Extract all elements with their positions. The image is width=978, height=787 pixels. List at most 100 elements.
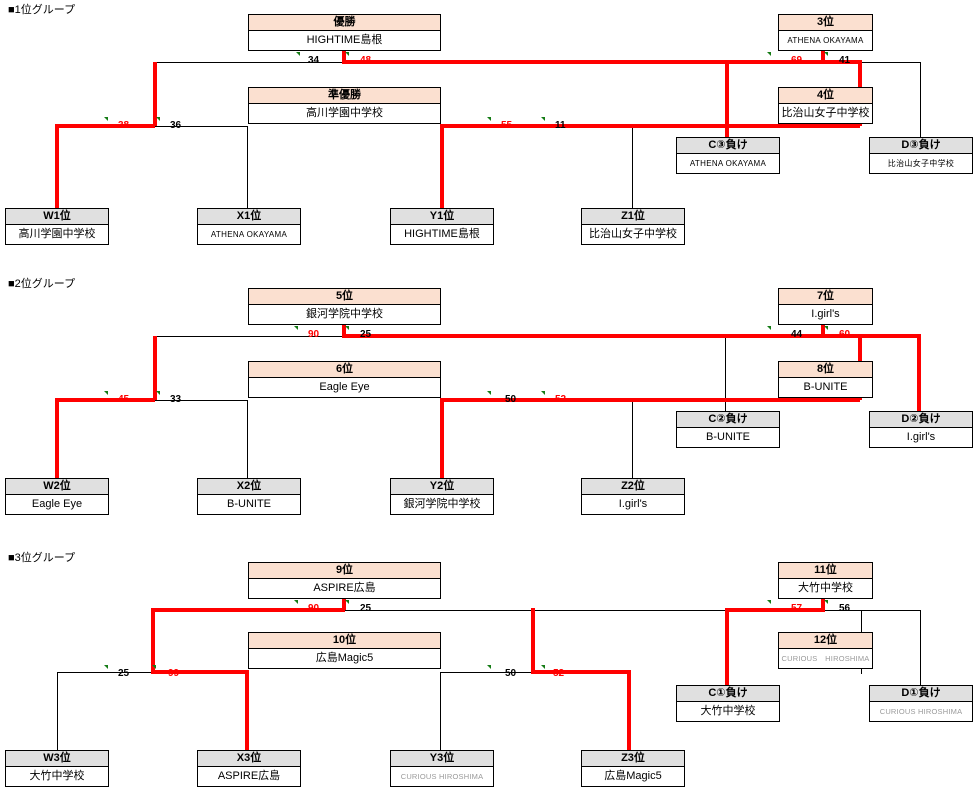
bracket-line-semi-right-up — [531, 608, 535, 672]
bracket-line-third-winner-v — [917, 334, 921, 412]
result-team-name: Eagle Eye — [319, 381, 370, 393]
note-marker-icon — [487, 117, 491, 121]
seed-label: Z2位 — [582, 479, 684, 495]
seed-box-d3-lose: D③負け 比治山女子中学校 — [869, 137, 973, 174]
result-team-name: B-UNITE — [803, 381, 848, 393]
group-title-1: ■1位グループ — [8, 4, 76, 16]
note-marker-icon — [824, 600, 828, 604]
result-team-name: 広島Magic5 — [315, 652, 374, 664]
bracket-line-third-winner-h — [821, 334, 921, 338]
bracket-line-third-lose-v — [920, 62, 921, 138]
bracket-line-third-winner-stub — [821, 48, 825, 62]
score-final-win: 90 — [308, 329, 320, 340]
seed-box-x1: X1位 ATHENA OKAYAMA — [197, 208, 301, 245]
note-marker-icon — [541, 391, 545, 395]
seed-box-c3-lose: C③負け ATHENA OKAYAMA — [676, 137, 780, 174]
bracket-line-third-winner-stub — [821, 322, 825, 336]
note-marker-icon — [345, 600, 349, 604]
bracket-line-third-winner-h — [725, 60, 825, 64]
note-marker-icon — [767, 326, 771, 330]
result-team-name: 比治山女子中学校 — [781, 107, 870, 119]
bracket-line-third-lose-h — [825, 610, 921, 611]
score-semi-left-win: 99 — [168, 668, 180, 679]
seed-label: C③負け — [677, 138, 779, 154]
bracket-line-third-lose-h — [825, 62, 921, 63]
bracket-line-third-winner-stub — [821, 596, 825, 610]
score-semi-right-win: 52 — [555, 394, 567, 405]
result-team-name: ATHENA OKAYAMA — [787, 36, 864, 45]
bracket-line-third-winner-h — [725, 608, 825, 612]
seed-label: Z1位 — [582, 209, 684, 225]
note-marker-icon — [824, 326, 828, 330]
result-rank-label: 5位 — [249, 289, 440, 305]
bracket-line-semi-left-lose-h — [155, 400, 248, 401]
note-marker-icon — [541, 665, 545, 669]
note-marker-icon — [294, 326, 298, 330]
seed-box-y3: Y3位 CURIOUS HIROSHIMA — [390, 750, 494, 787]
note-marker-icon — [296, 52, 300, 56]
seed-label: X1位 — [198, 209, 300, 225]
note-marker-icon — [541, 117, 545, 121]
bracket-line-semi-left-lose-v — [57, 672, 58, 756]
seed-label: D③負け — [870, 138, 972, 154]
seed-box-d1-lose: D①負け CURIOUS HIROSHIMA — [869, 685, 973, 722]
note-marker-icon — [487, 391, 491, 395]
result-rank-label: 3位 — [779, 15, 872, 31]
bracket-line-semi-right-lose-v — [632, 400, 633, 484]
score-semi-right-lose: 11 — [555, 120, 566, 131]
seed-team-name: I.girl's — [906, 431, 936, 443]
bracket-line-semi-left-winner-up — [153, 336, 157, 400]
bracket-line-semi-left-lose-h — [155, 126, 248, 127]
result-team-name: 高川学園中学校 — [306, 107, 383, 119]
note-marker-icon — [152, 665, 156, 669]
result-team-name: 大竹中学校 — [798, 582, 853, 594]
bracket-line-third-winner-v — [725, 608, 729, 686]
seed-label: W1位 — [6, 209, 108, 225]
result-rank-label: 4位 — [779, 88, 872, 104]
result-rank-label: 9位 — [249, 563, 440, 579]
seed-team-name: 比治山女子中学校 — [887, 159, 955, 168]
note-marker-icon — [104, 665, 108, 669]
note-marker-icon — [294, 600, 298, 604]
note-marker-icon — [824, 52, 828, 56]
seed-label: Y3位 — [391, 751, 493, 767]
bracket-line-semi-left-h — [55, 124, 155, 128]
result-box-9th: 9位 ASPIRE広島 — [248, 562, 441, 599]
score-final-lose: 25 — [360, 603, 372, 614]
note-marker-icon — [767, 600, 771, 604]
score-final-lose: 34 — [308, 55, 320, 66]
score-semi-right-lose: 50 — [505, 668, 517, 679]
seed-box-x2: X2位 B-UNITE — [197, 478, 301, 515]
seed-team-name: CURIOUS HIROSHIMA — [400, 772, 484, 781]
seed-box-w2: W2位 Eagle Eye — [5, 478, 109, 515]
result-box-11th: 11位 大竹中学校 — [778, 562, 873, 599]
seed-box-x3: X3位 ASPIRE広島 — [197, 750, 301, 787]
seed-box-c2-lose: C②負け B-UNITE — [676, 411, 780, 448]
result-rank-label: 8位 — [779, 362, 872, 378]
result-box-8th: 8位 B-UNITE — [778, 361, 873, 398]
bracket-line-semi-left-winner-v — [245, 670, 249, 756]
result-team-name: CURIOUS HIROSHIMA — [781, 654, 870, 663]
note-marker-icon — [345, 326, 349, 330]
score-third-win: 60 — [839, 329, 851, 340]
bracket-line-final-winner-stub — [342, 322, 346, 336]
note-marker-icon — [767, 52, 771, 56]
score-semi-left-win: 45 — [118, 394, 130, 405]
seed-box-d2-lose: D②負け I.girl's — [869, 411, 973, 448]
seed-team-name: ASPIRE広島 — [217, 770, 281, 782]
bracket-line-third-lose-v — [725, 336, 726, 412]
seed-team-name: B-UNITE — [227, 498, 271, 510]
note-marker-icon — [104, 391, 108, 395]
bracket-line-third-lose-v — [920, 610, 921, 686]
seed-box-z2: Z2位 I.girl's — [581, 478, 685, 515]
bracket-line-semi-left-v-w — [55, 124, 59, 210]
result-team-name: I.girl's — [811, 308, 840, 320]
bracket-line-final-winner-stub — [342, 596, 346, 610]
seed-label: W2位 — [6, 479, 108, 495]
bracket-line-semi-right-lose-v — [440, 672, 441, 756]
score-third-lose: 56 — [839, 603, 851, 614]
seed-box-y1: Y1位 HIGHTIME島根 — [390, 208, 494, 245]
bracket-line-semi-left-h — [55, 398, 155, 402]
seed-box-z1: Z1位 比治山女子中学校 — [581, 208, 685, 245]
